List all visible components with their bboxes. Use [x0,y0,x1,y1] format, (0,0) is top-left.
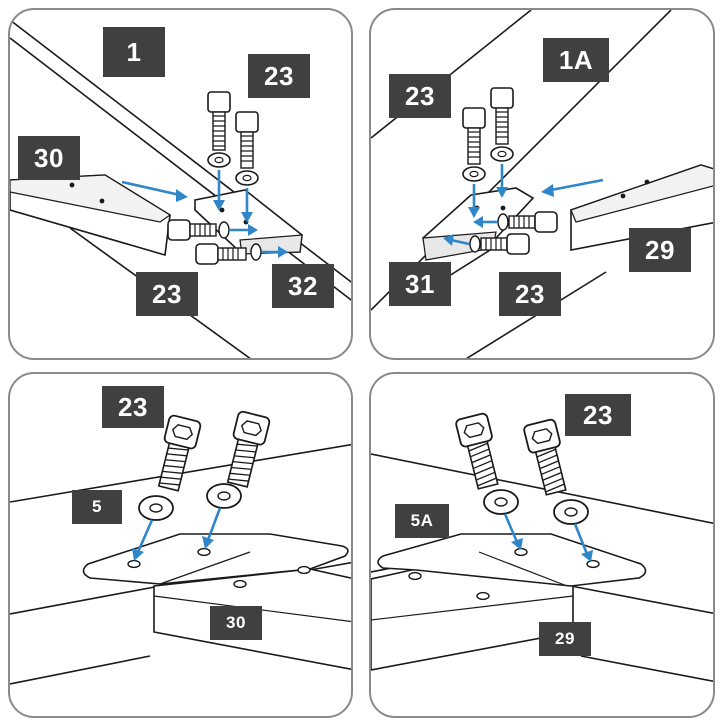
mounting-plate [82,533,349,589]
step-1-panel: 1 23 30 23 32 [8,8,353,360]
part-label: 23 [102,386,164,428]
rail-29 [371,568,574,671]
part-label: 29 [629,228,691,272]
screws-vertical [462,87,514,182]
part-label: 29 [539,622,591,656]
part-label: 32 [272,264,334,308]
rail-30 [10,174,172,257]
part-label: 30 [210,606,262,640]
step-number-label: 5A [395,504,449,538]
step-5-panel: 23 5 30 [8,372,353,718]
part-label: 23 [565,394,631,436]
screws-horizontal [167,219,262,265]
part-label: 23 [499,272,561,316]
step-1-illustration [10,19,351,358]
assembly-arrows [132,507,222,561]
screws [138,410,271,521]
assembly-arrows [503,513,593,562]
step-1a-panel: 1A 23 29 31 23 [369,8,715,360]
mounting-plate [377,533,647,601]
part-label: 23 [248,54,310,98]
step-number-label: 1A [543,38,609,82]
step-5-illustration [10,410,351,685]
part-label: 23 [389,74,451,118]
part-label: 30 [18,136,80,180]
step-1a-illustration [371,10,713,358]
step-5a-illustration [371,412,713,683]
part-label: 31 [389,262,451,306]
step-number-label: 5 [72,490,122,524]
part-label: 23 [136,272,198,316]
screws [455,412,589,525]
step-5a-panel: 23 5A 29 [369,372,715,718]
assembly-arrows [121,170,288,258]
step-number-label: 1 [103,27,165,77]
screws-horizontal [469,211,558,255]
assembly-arrows [443,164,604,246]
screws-vertical [207,91,259,186]
